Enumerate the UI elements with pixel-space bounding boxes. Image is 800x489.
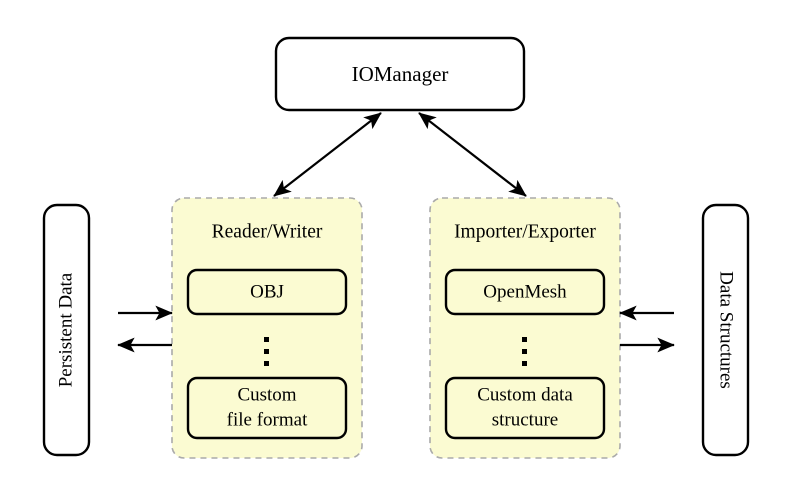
connector-manager-to-reader-writer xyxy=(273,112,382,197)
persistent-data-label: Persistent Data xyxy=(55,272,76,387)
custom-file-format-label-line2: file format xyxy=(227,409,308,430)
custom-file-format-box xyxy=(186,376,348,440)
reader-writer-ellipsis xyxy=(264,337,269,366)
group-reader-writer[interactable]: Reader/Writer OBJ Custom file format xyxy=(171,197,363,459)
custom-data-structure-label-line1: Custom data xyxy=(477,384,573,405)
data-structures-box xyxy=(701,203,750,457)
iomanager-label: IOManager xyxy=(352,62,449,86)
custom-data-structure-box xyxy=(444,376,606,440)
reader-writer-title: Reader/Writer xyxy=(212,221,323,242)
openmesh-box xyxy=(444,268,606,316)
importer-exporter-item-openmesh[interactable]: OpenMesh xyxy=(444,268,606,316)
connector-manager-to-importer-exporter xyxy=(418,112,527,197)
reader-writer-item-obj[interactable]: OBJ xyxy=(186,268,348,316)
iomanager-box xyxy=(274,36,526,112)
node-data-structures[interactable]: Data Structures xyxy=(701,203,750,457)
node-iomanager[interactable]: IOManager xyxy=(274,36,526,112)
obj-label: OBJ xyxy=(250,281,284,302)
custom-data-structure-label-line2: structure xyxy=(492,409,558,430)
persistent-data-box xyxy=(42,203,91,457)
importer-exporter-ellipsis xyxy=(522,337,527,366)
reader-writer-item-custom-file-format[interactable]: Custom file format xyxy=(186,376,348,440)
openmesh-label: OpenMesh xyxy=(483,281,567,302)
custom-file-format-label-line1: Custom xyxy=(237,384,296,405)
obj-box xyxy=(186,268,348,316)
data-structures-label: Data Structures xyxy=(716,271,737,389)
importer-exporter-item-custom-data-structure[interactable]: Custom data structure xyxy=(444,376,606,440)
node-persistent-data[interactable]: Persistent Data xyxy=(42,203,91,457)
importer-exporter-title: Importer/Exporter xyxy=(454,221,596,242)
group-importer-exporter[interactable]: Importer/Exporter OpenMesh Custom data s… xyxy=(429,197,621,459)
